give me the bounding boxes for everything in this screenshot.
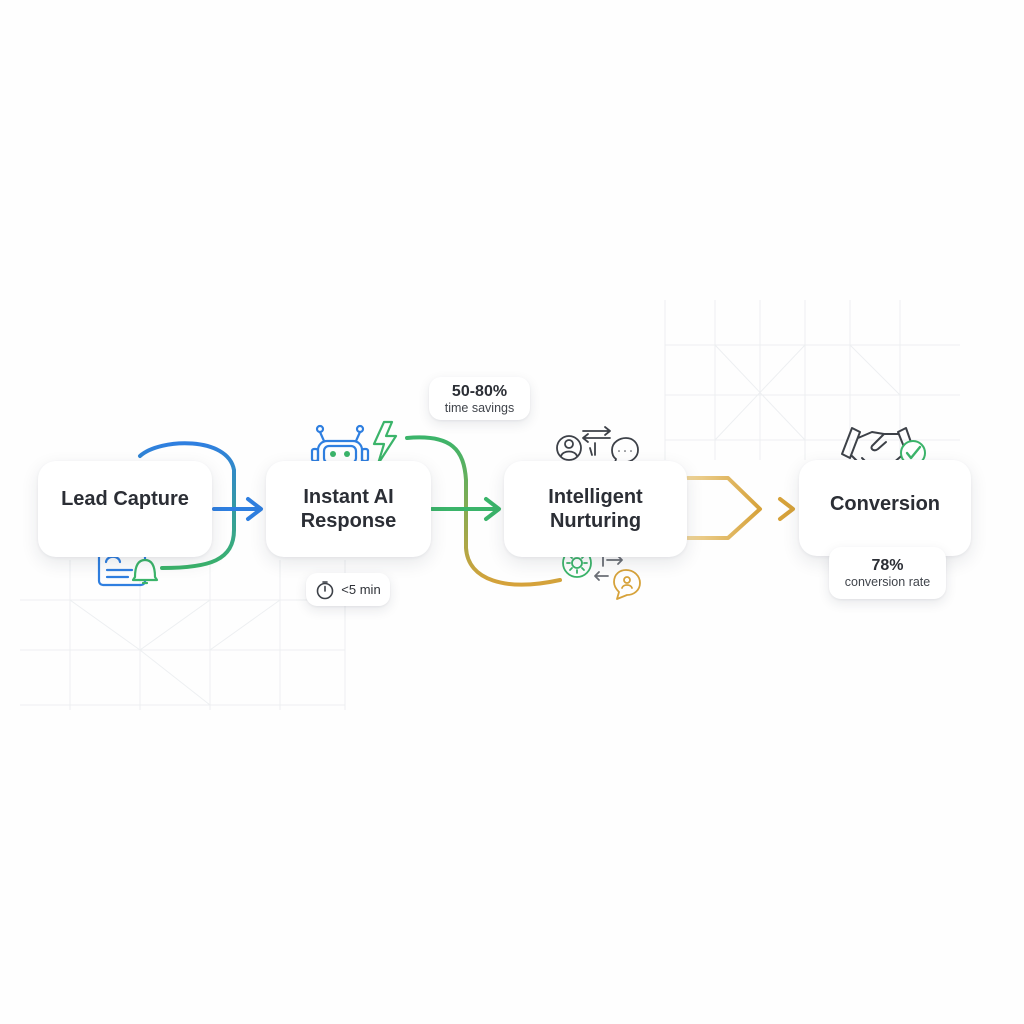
stopwatch-icon (316, 580, 334, 599)
stage-instant-ai-response: Instant AI Response (266, 461, 431, 557)
stage-lead-capture-label: Lead Capture (61, 488, 189, 510)
connector-response-to-nurturing (405, 435, 562, 587)
conversion-rate-value: 78% (871, 557, 904, 574)
response-time-badge: <5 min (306, 573, 390, 606)
stage-instant-ai-response-label: Instant AI Response (300, 486, 397, 532)
conversion-rate-badge: 78% conversion rate (829, 547, 946, 599)
time-savings-caption: time savings (444, 401, 515, 415)
stage-intelligent-nurturing: Intelligent Nurturing (504, 461, 687, 557)
response-time-value: <5 min (341, 582, 381, 597)
stage-intelligent-nurturing-label: Intelligent Nurturing (548, 486, 643, 532)
time-savings-value: 50-80% (451, 383, 508, 400)
conversion-rate-caption: conversion rate (844, 575, 931, 589)
time-savings-badge: 50-80% time savings (429, 377, 530, 420)
stage-conversion-label: Conversion (829, 493, 941, 515)
stage-lead-capture: Lead Capture (38, 461, 212, 557)
connector-nurturing-to-conversion (686, 476, 795, 540)
stage-conversion: Conversion (799, 460, 971, 556)
connector-lead-to-response (138, 441, 263, 570)
